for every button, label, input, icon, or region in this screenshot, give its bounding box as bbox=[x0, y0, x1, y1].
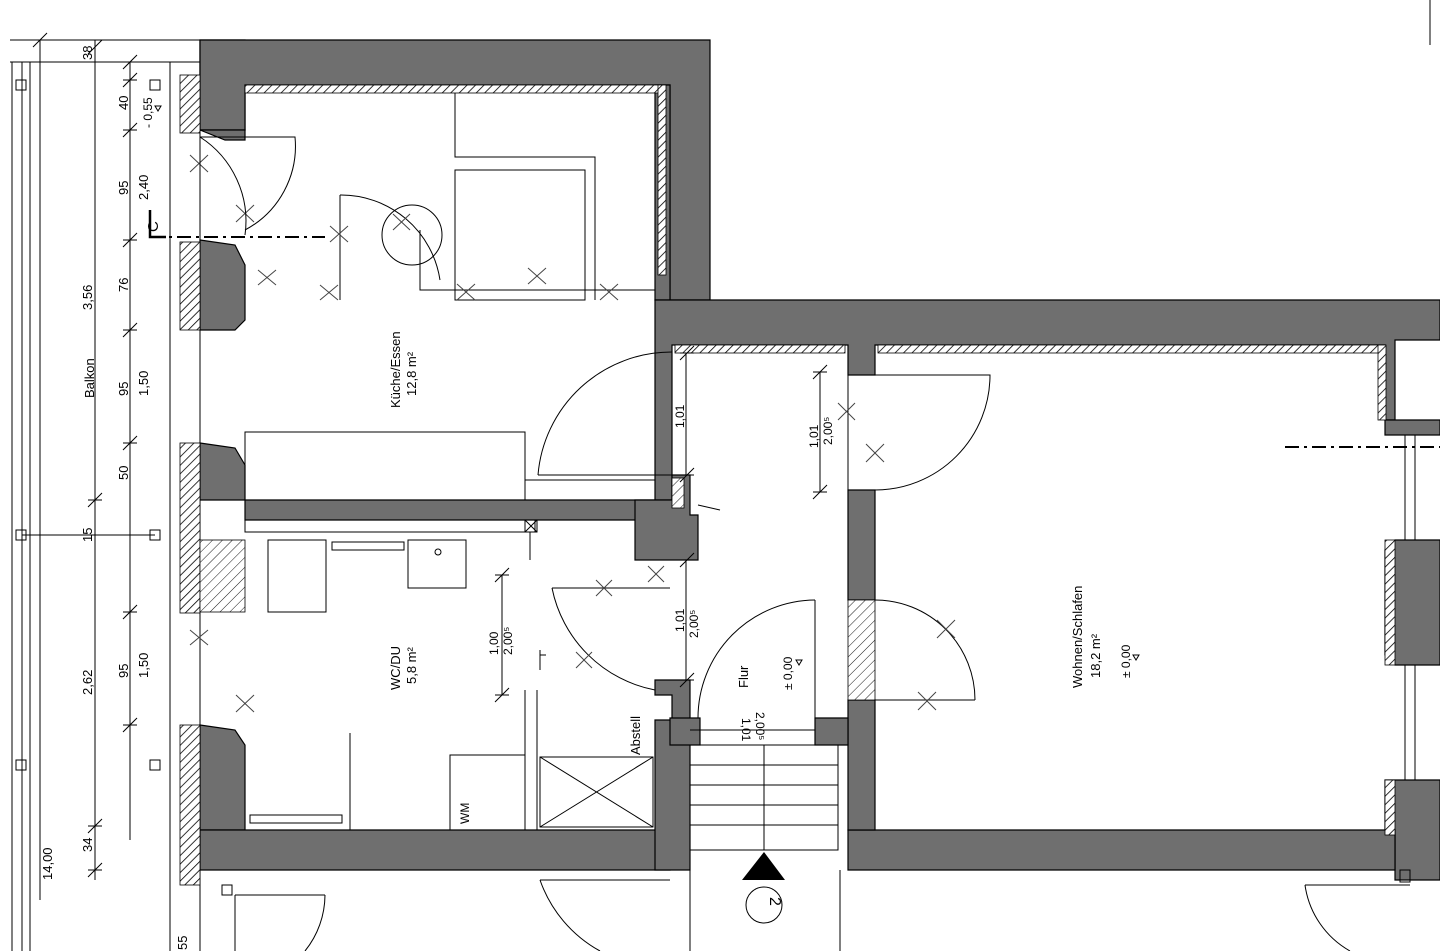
dim-55: 55 bbox=[175, 936, 190, 950]
living-area: 18,2 m² bbox=[1088, 633, 1103, 678]
view-number: 2 bbox=[766, 897, 783, 906]
wc-area: 5,8 m² bbox=[404, 646, 419, 684]
washer-label: WM bbox=[458, 803, 472, 824]
left-dimension-chain bbox=[32, 32, 138, 900]
dim-15: 15 bbox=[80, 528, 95, 542]
living-door-width: 1,01 bbox=[807, 424, 821, 448]
kitchen-balcony-door bbox=[199, 136, 296, 240]
view-marker: 2 bbox=[742, 852, 785, 924]
lower-doors bbox=[221, 869, 1411, 951]
kitchen-fixtures bbox=[189, 93, 656, 501]
balcony-label: Balkon bbox=[82, 358, 97, 398]
living-level-triangle-icon bbox=[1132, 654, 1140, 661]
wc-door-height: 2,00⁵ bbox=[501, 627, 515, 655]
dim-34: 34 bbox=[80, 838, 95, 852]
wc-fixtures bbox=[189, 519, 654, 831]
living-door: 1,01 2,00⁵ bbox=[807, 364, 991, 500]
left-dimension-labels: 38 40 95 76 95 50 15 95 34 2,40 1,50 1,5… bbox=[40, 46, 190, 950]
entrance-door-height: 2,00⁵ bbox=[753, 712, 767, 740]
kitchen-name: Küche/Essen bbox=[388, 331, 403, 408]
section-marker: C bbox=[145, 210, 325, 239]
dim-40: 40 bbox=[116, 96, 131, 110]
living-name: Wohnen/Schlafen bbox=[1070, 586, 1085, 688]
kitchen-door bbox=[537, 351, 673, 476]
hall-level: ± 0,00 bbox=[781, 656, 795, 690]
living-windows bbox=[1285, 435, 1440, 780]
entrance-door-width: 1,01 bbox=[739, 718, 753, 742]
hall-name: Flur bbox=[736, 665, 751, 688]
balcony-railing bbox=[10, 39, 201, 951]
dim-14-00: 14,00 bbox=[40, 847, 55, 880]
dim-95-c: 95 bbox=[116, 664, 131, 678]
wc-door bbox=[551, 565, 670, 691]
hall: 1,01 1,01 2,00⁵ 1,01 2,00⁵ Flur ± 0,00 bbox=[673, 345, 839, 851]
living-inner-door bbox=[874, 599, 976, 711]
wc-name: WC/DU bbox=[388, 646, 403, 690]
section-label: C bbox=[145, 221, 162, 232]
dim-1-50-b: 1,50 bbox=[136, 653, 151, 678]
wc-door-width: 1,00 bbox=[487, 631, 501, 655]
insulation bbox=[179, 74, 1396, 886]
wc-door-dimension: 1,00 2,00⁵ bbox=[487, 567, 515, 703]
dim-2-62: 2,62 bbox=[80, 670, 95, 695]
living-door-height: 2,00⁵ bbox=[821, 417, 835, 445]
kitchen-door-width: 1,01 bbox=[673, 404, 687, 428]
balcony-level-label: - 0,55 bbox=[141, 97, 155, 128]
table-icon bbox=[381, 204, 443, 266]
level-triangle-icon bbox=[154, 105, 162, 112]
dim-76: 76 bbox=[116, 278, 131, 292]
dim-2-40: 2,40 bbox=[136, 175, 151, 200]
dim-3-56: 3,56 bbox=[80, 285, 95, 310]
dim-38: 38 bbox=[80, 46, 95, 60]
dim-50: 50 bbox=[116, 466, 131, 480]
hall-door-height: 2,00⁵ bbox=[687, 610, 701, 638]
storage-label: Abstell bbox=[628, 716, 643, 755]
view-arrow-icon bbox=[742, 852, 785, 880]
dim-95-b: 95 bbox=[116, 382, 131, 396]
kitchen-area: 12,8 m² bbox=[404, 351, 419, 396]
living-level: ± 0,00 bbox=[1119, 644, 1133, 678]
hall-level-triangle-icon bbox=[795, 659, 803, 666]
hall-door-width: 1,01 bbox=[673, 608, 687, 632]
dim-1-50-a: 1,50 bbox=[136, 371, 151, 396]
dim-95-a: 95 bbox=[116, 181, 131, 195]
